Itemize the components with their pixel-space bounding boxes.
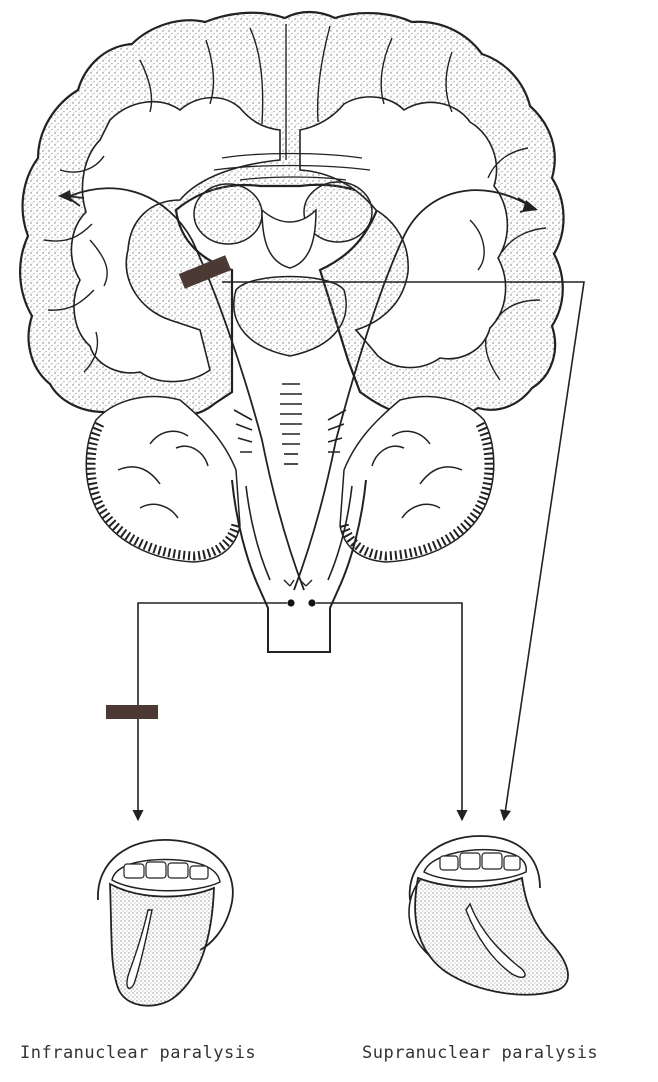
caption-supranuclear-paralysis: Supranuclear paralysis xyxy=(362,1043,598,1063)
hypoglossal-nucleus-right xyxy=(308,599,315,606)
supranuclear-path-nuclear xyxy=(316,603,462,820)
third-ventricle xyxy=(262,210,316,268)
hypoglossal-nucleus-left xyxy=(287,599,294,606)
brain-coronal-section-icon xyxy=(20,12,563,652)
protruded-tongue-icon-left xyxy=(98,840,233,1006)
thalamus xyxy=(234,277,346,357)
protruded-tongue-icon-right xyxy=(409,836,568,995)
caudate-left xyxy=(194,184,262,244)
infranuclear-path xyxy=(138,603,287,820)
lesion-bar-infranuclear xyxy=(106,705,158,719)
cerebellum-right xyxy=(340,397,494,562)
brainstem-inner xyxy=(246,486,352,580)
caption-infranuclear-paralysis: Infranuclear paralysis xyxy=(20,1043,256,1063)
cerebellum-left xyxy=(86,397,240,562)
pons-fibers xyxy=(234,384,346,464)
